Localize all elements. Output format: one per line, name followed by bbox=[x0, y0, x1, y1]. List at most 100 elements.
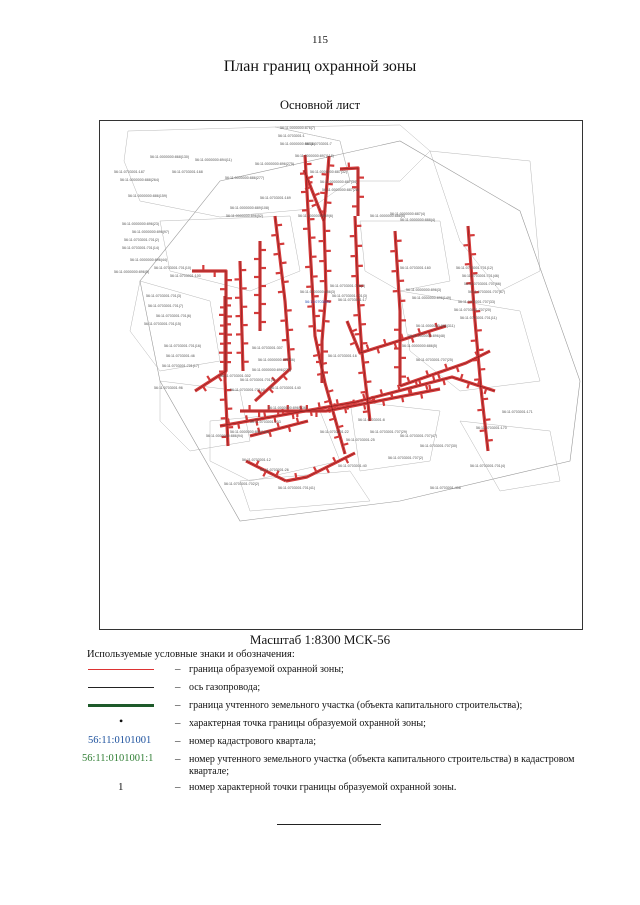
service-branch bbox=[306, 175, 314, 180]
parcel-label: 56:11:0000000:886(3) bbox=[300, 290, 335, 294]
legend-item-point-number: 1 – номер характерной точки границы обра… bbox=[80, 779, 610, 797]
parcel-label: 56:11:0703001:701(14) bbox=[122, 246, 159, 250]
service-branch bbox=[345, 403, 350, 410]
legend-item-parcel-boundary: – граница учтенного земельного участка (… bbox=[80, 697, 610, 715]
service-branch bbox=[393, 341, 398, 349]
parcel-label: 56:11:0703001:8 bbox=[358, 418, 385, 422]
service-branch bbox=[273, 416, 277, 423]
parcel-label: 56:11:0703001:25 bbox=[346, 438, 375, 442]
parcel-label: 56:11:0703001:408 bbox=[430, 486, 461, 490]
parcel-label: 56:11:0000000:886(5) bbox=[370, 214, 405, 218]
service-branch bbox=[428, 384, 432, 392]
parcel-label: 56:11:0000000:889(6) bbox=[298, 214, 333, 218]
legend-dash: – bbox=[175, 663, 181, 675]
service-branch bbox=[275, 470, 280, 477]
pipeline-axis bbox=[254, 215, 291, 402]
service-branch bbox=[479, 429, 486, 433]
parcel-label: 56:11:0703001:187 bbox=[114, 170, 145, 174]
parcel-label: 56:11:0703001:100 bbox=[170, 274, 201, 278]
service-branch bbox=[350, 328, 358, 333]
service-branch bbox=[342, 442, 349, 447]
parcel-label: 56:11:0703001:701(7) bbox=[148, 304, 183, 308]
service-branch bbox=[325, 466, 330, 474]
pipeline-axis bbox=[239, 260, 244, 372]
parcel-code-symbol: 56:11:0101001:1 bbox=[82, 753, 154, 764]
parcel-label: 56:11:0703001:302 bbox=[220, 374, 251, 378]
parcel-label: 56:11:0703001:706(2) bbox=[330, 284, 365, 288]
service-branch bbox=[275, 223, 283, 227]
service-branch bbox=[282, 374, 288, 381]
pipeline-axis bbox=[192, 270, 227, 392]
legend-description: ось газопровода; bbox=[189, 682, 261, 693]
service-branch bbox=[417, 328, 422, 335]
parcel-label: 56:11:0703001:16 bbox=[328, 354, 357, 358]
parcel-label: 56:11:0703001:169 bbox=[260, 196, 291, 200]
service-branch bbox=[206, 375, 212, 382]
service-branch bbox=[328, 417, 336, 422]
parcel-label: 56:11:0703001:701(5) bbox=[240, 378, 275, 382]
service-branch bbox=[365, 344, 370, 351]
service-branch bbox=[255, 460, 260, 467]
service-branch bbox=[263, 411, 267, 419]
service-branch bbox=[400, 396, 405, 403]
service-branch bbox=[237, 422, 241, 429]
parcel-label: 56:11:0703001:701(11) bbox=[460, 316, 497, 320]
black-line-symbol bbox=[88, 687, 154, 688]
parcel-label: 56:11:0703001:707(66) bbox=[464, 282, 501, 286]
service-branch bbox=[226, 418, 231, 425]
service-branch bbox=[434, 322, 439, 330]
pipeline-axis bbox=[339, 167, 359, 216]
parcel-outline bbox=[159, 215, 301, 292]
parcel-label: 56:11:0703001:701(16) bbox=[164, 344, 201, 348]
parcel-label: 56:11:0000000:888(264) bbox=[120, 178, 159, 182]
legend-dash: – bbox=[175, 681, 181, 693]
parcel-label: 56:11:0000000:896(3) bbox=[406, 288, 441, 292]
legend-dash: – bbox=[175, 781, 181, 793]
service-branch bbox=[335, 399, 339, 406]
parcel-label: 56:11:0703001:22 bbox=[320, 430, 349, 434]
pipeline-axis bbox=[285, 452, 356, 482]
parcel-label: 56:11:0000000:886(277) bbox=[225, 176, 264, 180]
service-branch bbox=[304, 185, 312, 191]
service-branch bbox=[295, 417, 300, 424]
pipeline-axis bbox=[467, 225, 489, 452]
service-branch bbox=[255, 419, 259, 426]
service-branch bbox=[406, 376, 411, 384]
pipeline-segment bbox=[466, 225, 490, 452]
page-number: 115 bbox=[311, 34, 329, 46]
legend-description: номер учтенного земельного участка (объе… bbox=[189, 754, 575, 777]
parcel-label: 56:11:0000000:896(275) bbox=[255, 162, 294, 166]
parcel-label: 56:11:0703001:103 bbox=[250, 420, 281, 424]
service-branch bbox=[343, 407, 348, 414]
service-branch bbox=[400, 333, 405, 340]
service-branch bbox=[327, 389, 334, 393]
quarter-code-symbol: 56:11:0101001 bbox=[88, 735, 152, 746]
service-branch bbox=[273, 252, 280, 256]
service-branch bbox=[379, 389, 384, 396]
pipeline-axis bbox=[249, 420, 309, 437]
parcel-outline bbox=[349, 400, 441, 472]
service-branch bbox=[332, 456, 337, 464]
parcel-outline bbox=[459, 420, 561, 492]
service-branch bbox=[271, 376, 277, 383]
service-branch bbox=[389, 392, 394, 399]
pipeline-axis bbox=[219, 376, 496, 427]
legend-dash: – bbox=[175, 717, 181, 729]
point-icon: • bbox=[119, 714, 124, 728]
service-branch bbox=[271, 233, 278, 237]
parcel-label: 56:11:0703001:707(29) bbox=[370, 430, 407, 434]
service-branch bbox=[257, 427, 261, 434]
pipeline-axis bbox=[240, 388, 441, 412]
parcel-label: 56:11:0703001:701(4) bbox=[230, 388, 265, 392]
parcel-label: 56:11:0703001:701(2) bbox=[124, 238, 159, 242]
service-branch bbox=[382, 338, 387, 346]
service-branch bbox=[282, 280, 289, 284]
legend-description: номер характерной точки границы образуем… bbox=[189, 782, 457, 793]
parcel-label: 56:11:0703001:96 bbox=[154, 386, 183, 390]
service-branch bbox=[280, 261, 287, 265]
parcel-label: 56:11:0703001:1 bbox=[278, 134, 305, 138]
parcel-label: 56:11:0703001:26 bbox=[260, 468, 289, 472]
legend-description: характерная точка границы образуемой охр… bbox=[189, 718, 426, 729]
service-branch bbox=[482, 397, 489, 401]
service-branch bbox=[333, 435, 341, 439]
